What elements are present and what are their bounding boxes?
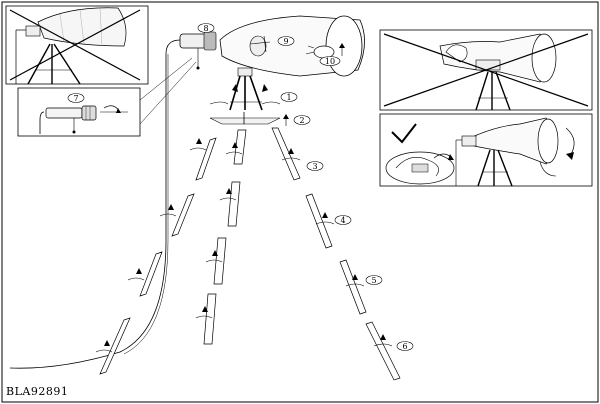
step-5-label: 5 [371,276,376,285]
check-mark-icon [391,123,417,144]
step-2-callout: 2 [293,115,311,125]
tripod-legs [99,127,401,381]
spider-plate [209,112,289,126]
step-3-callout: 3 [306,161,324,171]
step-3-label: 3 [312,162,317,171]
joint-arrows [95,147,393,353]
inset-wrong-handling [379,29,593,111]
step-1-label: 1 [286,93,291,102]
step-4-label: 4 [340,216,345,225]
inset-wrong-lamp [5,5,149,85]
inset-correct-handling [379,113,593,187]
step-8-label: 8 [203,24,208,33]
step-2-label: 2 [299,116,304,125]
step-5-callout: 5 [365,275,383,285]
cross-out-icon [383,33,589,107]
step-9-label: 9 [283,37,288,46]
step-1-callout: 1 [280,92,298,102]
step-8-callout: 8 [197,23,215,33]
joint-arrowheads [104,138,386,346]
step-9-callout: 9 [277,36,295,46]
step-10-callout: 10 [319,56,341,66]
step-10-label: 10 [325,57,335,66]
step-7-label: 7 [73,94,78,103]
step-callouts: 1 2 3 4 5 6 7 8 [67,23,414,351]
tripod-head [209,67,281,111]
step-7-callout: 7 [67,93,85,103]
document-code: BLA92891 [6,385,69,398]
step-6-label: 6 [402,342,407,351]
step-6-callout: 6 [396,341,414,351]
step-4-callout: 4 [334,215,352,225]
cross-out-icon [9,9,141,81]
